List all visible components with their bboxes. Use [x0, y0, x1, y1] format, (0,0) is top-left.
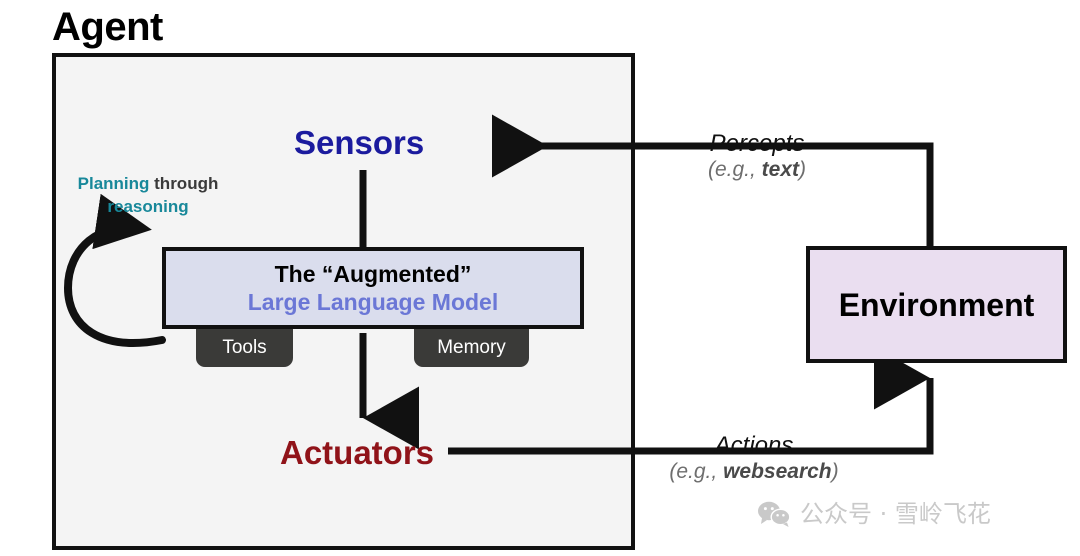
percepts-label: Percepts (e.g., text): [672, 131, 842, 183]
percepts-example-prefix: (e.g.,: [707, 158, 762, 181]
actions-title: Actions: [714, 432, 794, 459]
planning-word-through: through: [149, 174, 219, 193]
actions-example-suffix: ): [831, 460, 839, 483]
wechat-icon: [758, 501, 791, 527]
llm-title-line2: Large Language Model: [247, 289, 499, 315]
percepts-example: (e.g., text): [672, 157, 842, 183]
planning-loop-arrow: [63, 193, 166, 347]
planning-annotation: Planning through reasoning: [58, 172, 238, 218]
tools-tab: Tools: [196, 329, 293, 367]
agent-title: Agent: [52, 5, 163, 49]
actuators-label: Actuators: [280, 434, 435, 471]
percepts-flow-arrow: [492, 114, 934, 246]
actions-flow-arrow: [448, 346, 934, 455]
sensors-label: Sensors: [294, 124, 425, 161]
llm-title-line1: The “Augmented”: [274, 261, 472, 287]
augmented-llm-box: The “Augmented” Large Language Model: [162, 247, 584, 329]
environment-label: Environment: [838, 286, 1035, 323]
actions-example: (e.g., websearch): [634, 459, 874, 485]
percepts-title: Percepts: [709, 130, 805, 157]
memory-tab: Memory: [414, 329, 529, 367]
watermark-text: 公众号 · 雪岭飞花: [800, 500, 991, 528]
percepts-example-value: text: [761, 158, 800, 181]
watermark: 公众号 · 雪岭飞花: [757, 500, 991, 528]
actions-label: Actions (e.g., websearch): [634, 433, 874, 485]
planning-word-planning: Planning: [77, 174, 150, 193]
percepts-example-suffix: ): [799, 158, 807, 181]
planning-word-reasoning: reasoning: [107, 197, 189, 216]
actions-example-prefix: (e.g.,: [669, 460, 724, 483]
environment-box: Environment: [806, 246, 1067, 363]
actions-example-value: websearch: [723, 460, 832, 483]
